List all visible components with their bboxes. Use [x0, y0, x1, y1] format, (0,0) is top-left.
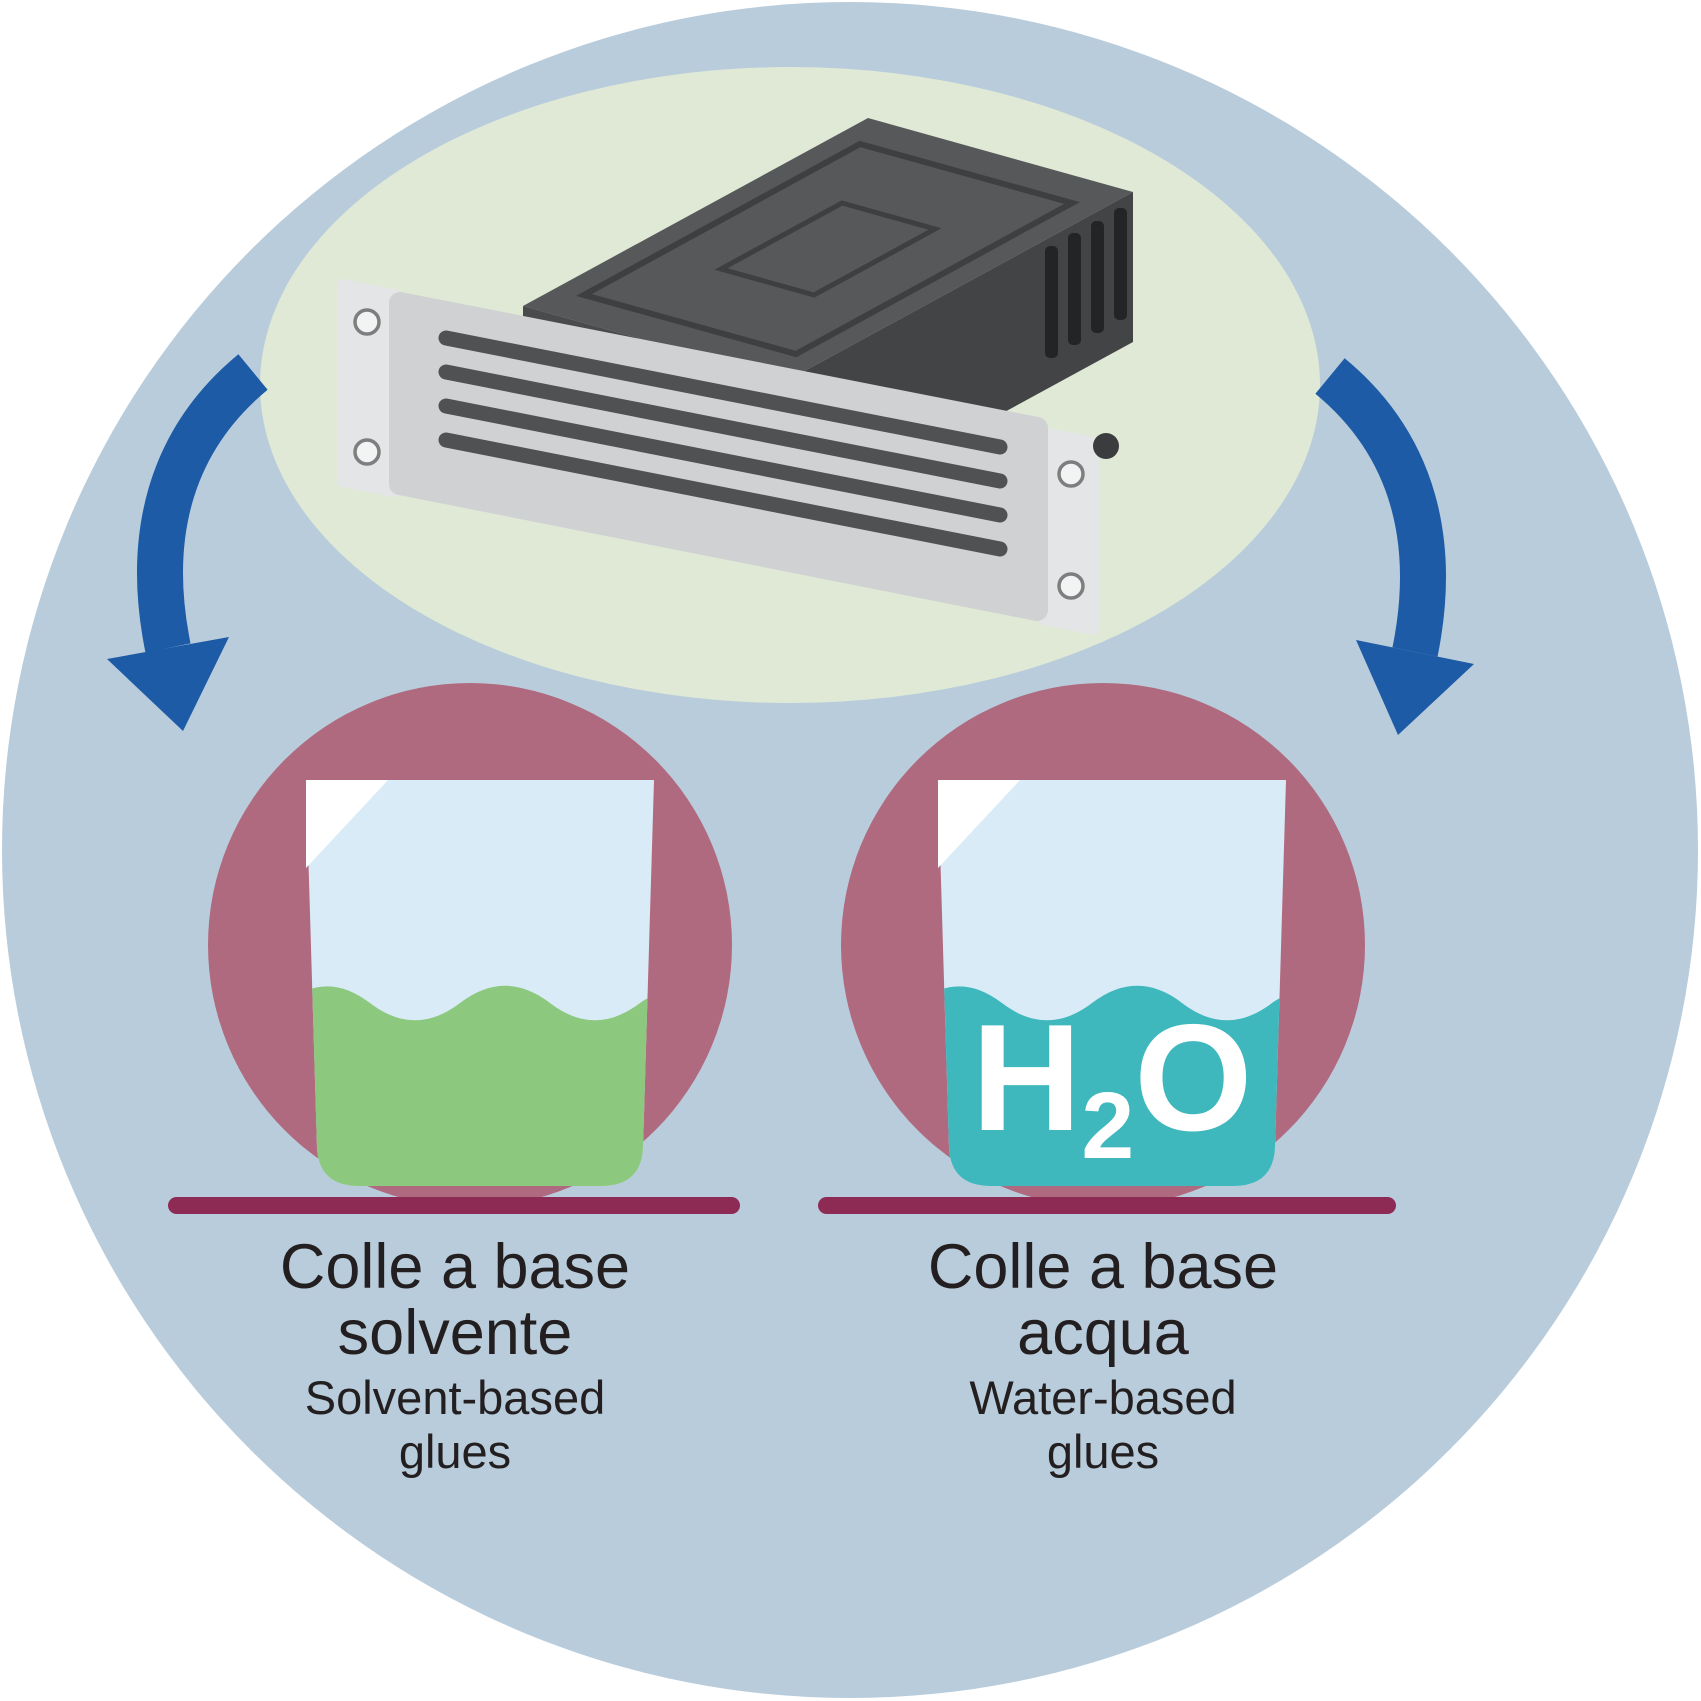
solvent-subtitle-line2: glues	[399, 1425, 511, 1478]
machine-top-ridge-inner	[714, 200, 942, 298]
machine-top-ridge-outer	[576, 140, 1080, 358]
screw-icon	[1057, 572, 1085, 600]
arrow-right-icon	[1315, 358, 1474, 735]
screw-icon	[1057, 460, 1085, 488]
solvent-underline-bar	[168, 1197, 740, 1214]
panel-vent-slats	[438, 330, 1008, 557]
screw-icon	[353, 308, 381, 336]
screw-icon	[353, 438, 381, 466]
glue-machine-illustration	[337, 118, 1133, 635]
water-title-line2: acqua	[1017, 1298, 1190, 1368]
solvent-subtitle-line1: Solvent-based	[305, 1371, 605, 1424]
solvent-beaker-illustration	[306, 780, 654, 1186]
water-subtitle-line2: glues	[1047, 1425, 1159, 1478]
water-underline-bar	[818, 1197, 1396, 1214]
green-solvent-liquid	[306, 985, 654, 1186]
machine-vent-fins	[1045, 208, 1127, 358]
solvent-title-line2: solvente	[338, 1298, 573, 1368]
machine-knob	[1093, 433, 1119, 459]
h2o-label: H2O	[972, 993, 1253, 1179]
solvent-title-line1: Colle a base	[280, 1232, 630, 1302]
machine-screws	[353, 308, 1085, 600]
machine-top-face	[523, 118, 1133, 380]
water-subtitle-line1: Water-based	[969, 1371, 1236, 1424]
water-title-line1: Colle a base	[928, 1232, 1278, 1302]
arrow-left-icon	[107, 354, 268, 731]
